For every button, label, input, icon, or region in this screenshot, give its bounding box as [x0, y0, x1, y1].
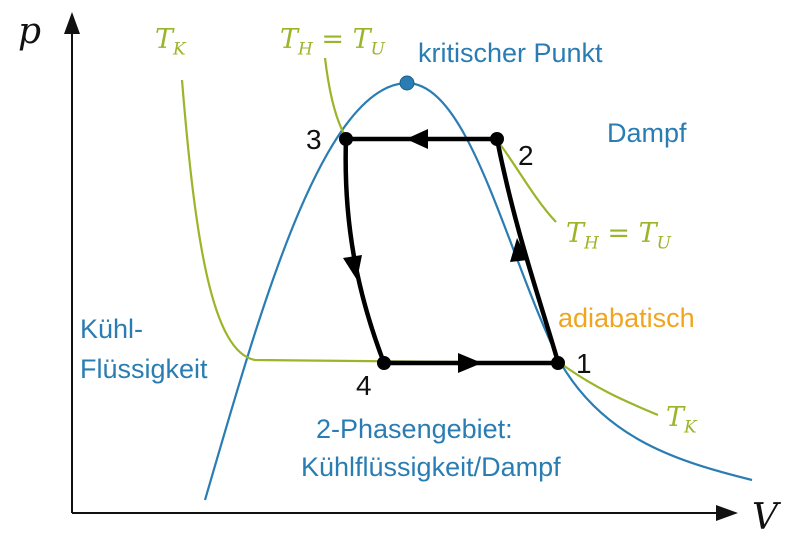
cycle [343, 136, 561, 366]
th-tu-label-top: TH = TU [280, 24, 385, 60]
arrow-2-3-icon [406, 129, 428, 149]
point-2 [490, 132, 504, 146]
arrow-4-1-icon [458, 353, 482, 373]
two-phase-label-2: Kühlflüssigkeit/Dampf [301, 452, 561, 482]
isotherm-tk [180, 79, 659, 417]
point-label-3: 3 [306, 124, 322, 155]
two-phase-label-1: 2-Phasengebiet: [316, 414, 513, 444]
adiabatic-label: adiabatisch [558, 303, 695, 333]
point-1 [551, 356, 565, 370]
v-axis-label: V [752, 497, 778, 538]
tk-label-top: TK [155, 24, 186, 60]
liquid-label-1: Kühl- [80, 314, 144, 344]
p-axis-label: p [18, 11, 42, 52]
point-label-1: 1 [576, 348, 592, 379]
th-tu-label-right: TH = TU [566, 218, 671, 254]
point-4 [377, 356, 391, 370]
saturation-dome [203, 81, 753, 501]
arrow-3-4-icon [343, 255, 362, 280]
p-axis-arrow-icon [64, 12, 80, 34]
point-label-2: 2 [518, 140, 534, 171]
tk-label-right: TK [666, 402, 697, 438]
critical-point [399, 75, 415, 91]
v-axis-arrow-icon [716, 505, 738, 521]
point-3 [339, 132, 353, 146]
liquid-label-2: Flüssigkeit [80, 354, 208, 384]
point-label-4: 4 [356, 370, 372, 401]
vapor-label: Dampf [607, 118, 687, 148]
arrow-1-2-icon [510, 238, 528, 262]
critical-point-label: kritischer Punkt [418, 38, 603, 68]
